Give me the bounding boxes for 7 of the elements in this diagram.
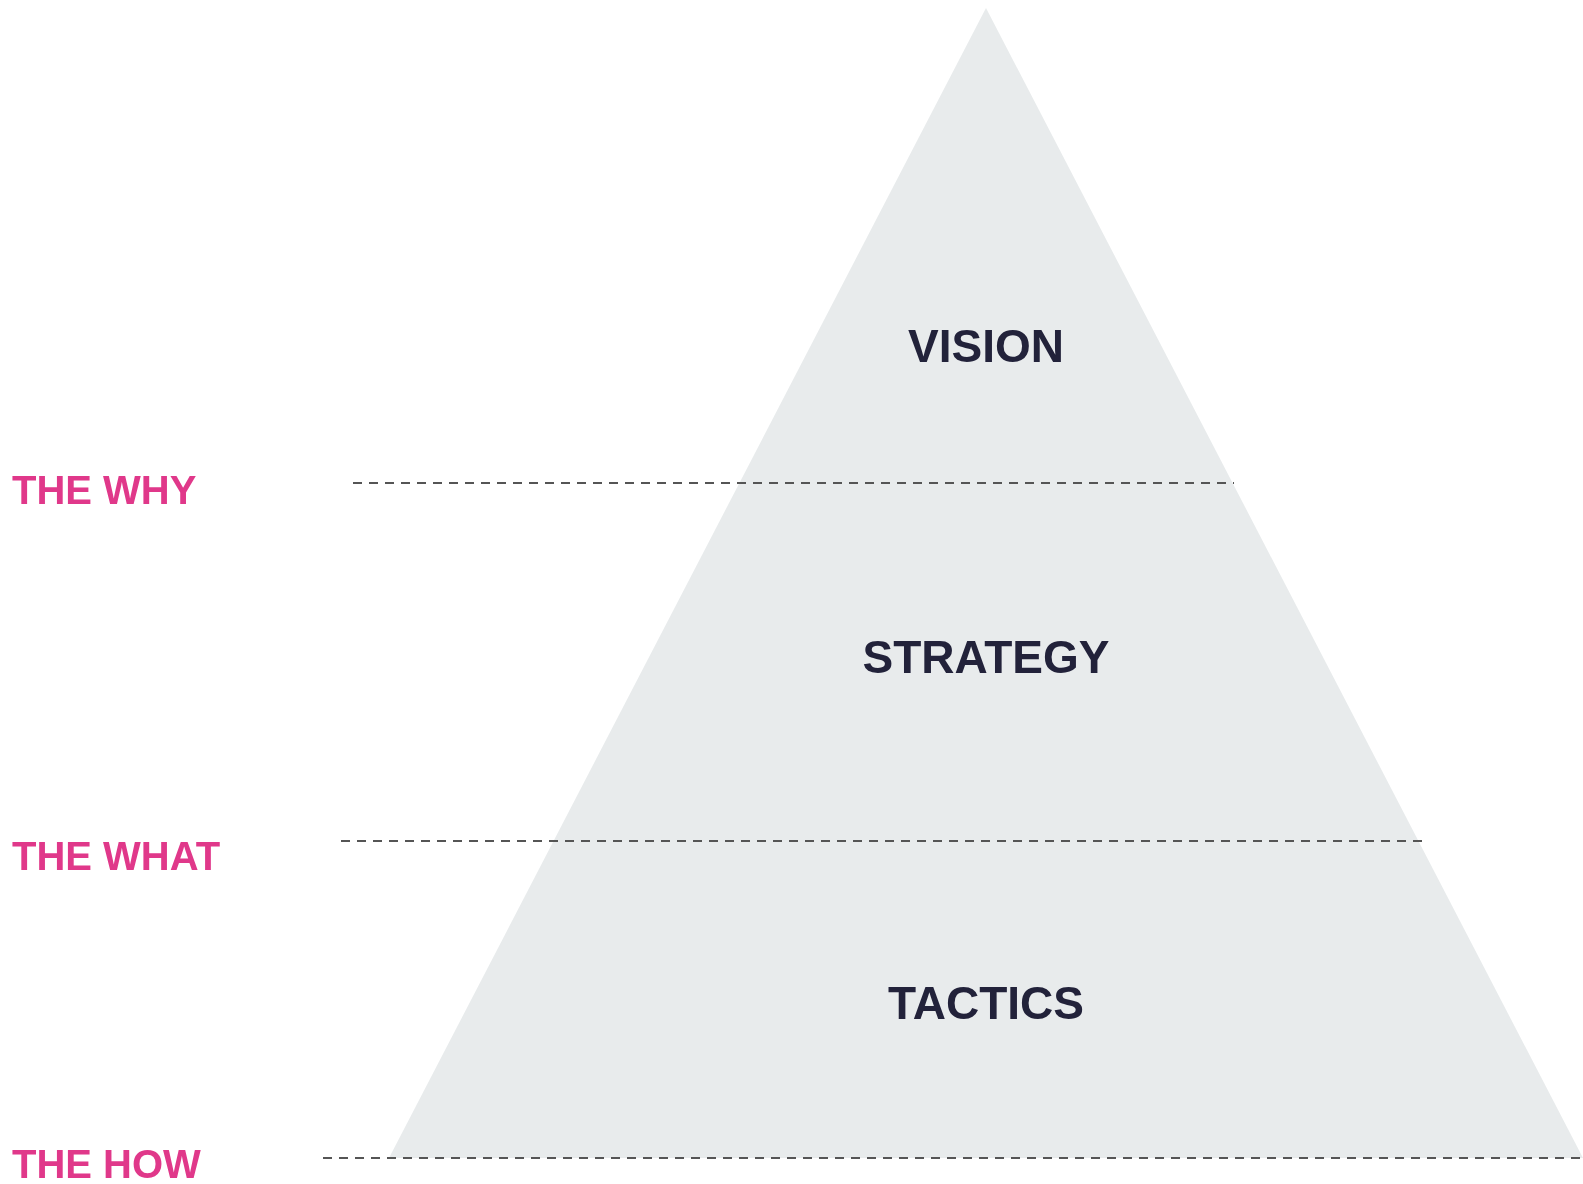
level-label: THE HOW (12, 1144, 201, 1184)
level-label: THE WHY (12, 470, 197, 510)
level-label: THE WHAT (12, 836, 221, 876)
tier-label: STRATEGY (862, 634, 1110, 680)
tier-label: VISION (908, 323, 1064, 369)
tier-label: TACTICS (888, 980, 1084, 1026)
pyramid (389, 8, 1583, 1158)
